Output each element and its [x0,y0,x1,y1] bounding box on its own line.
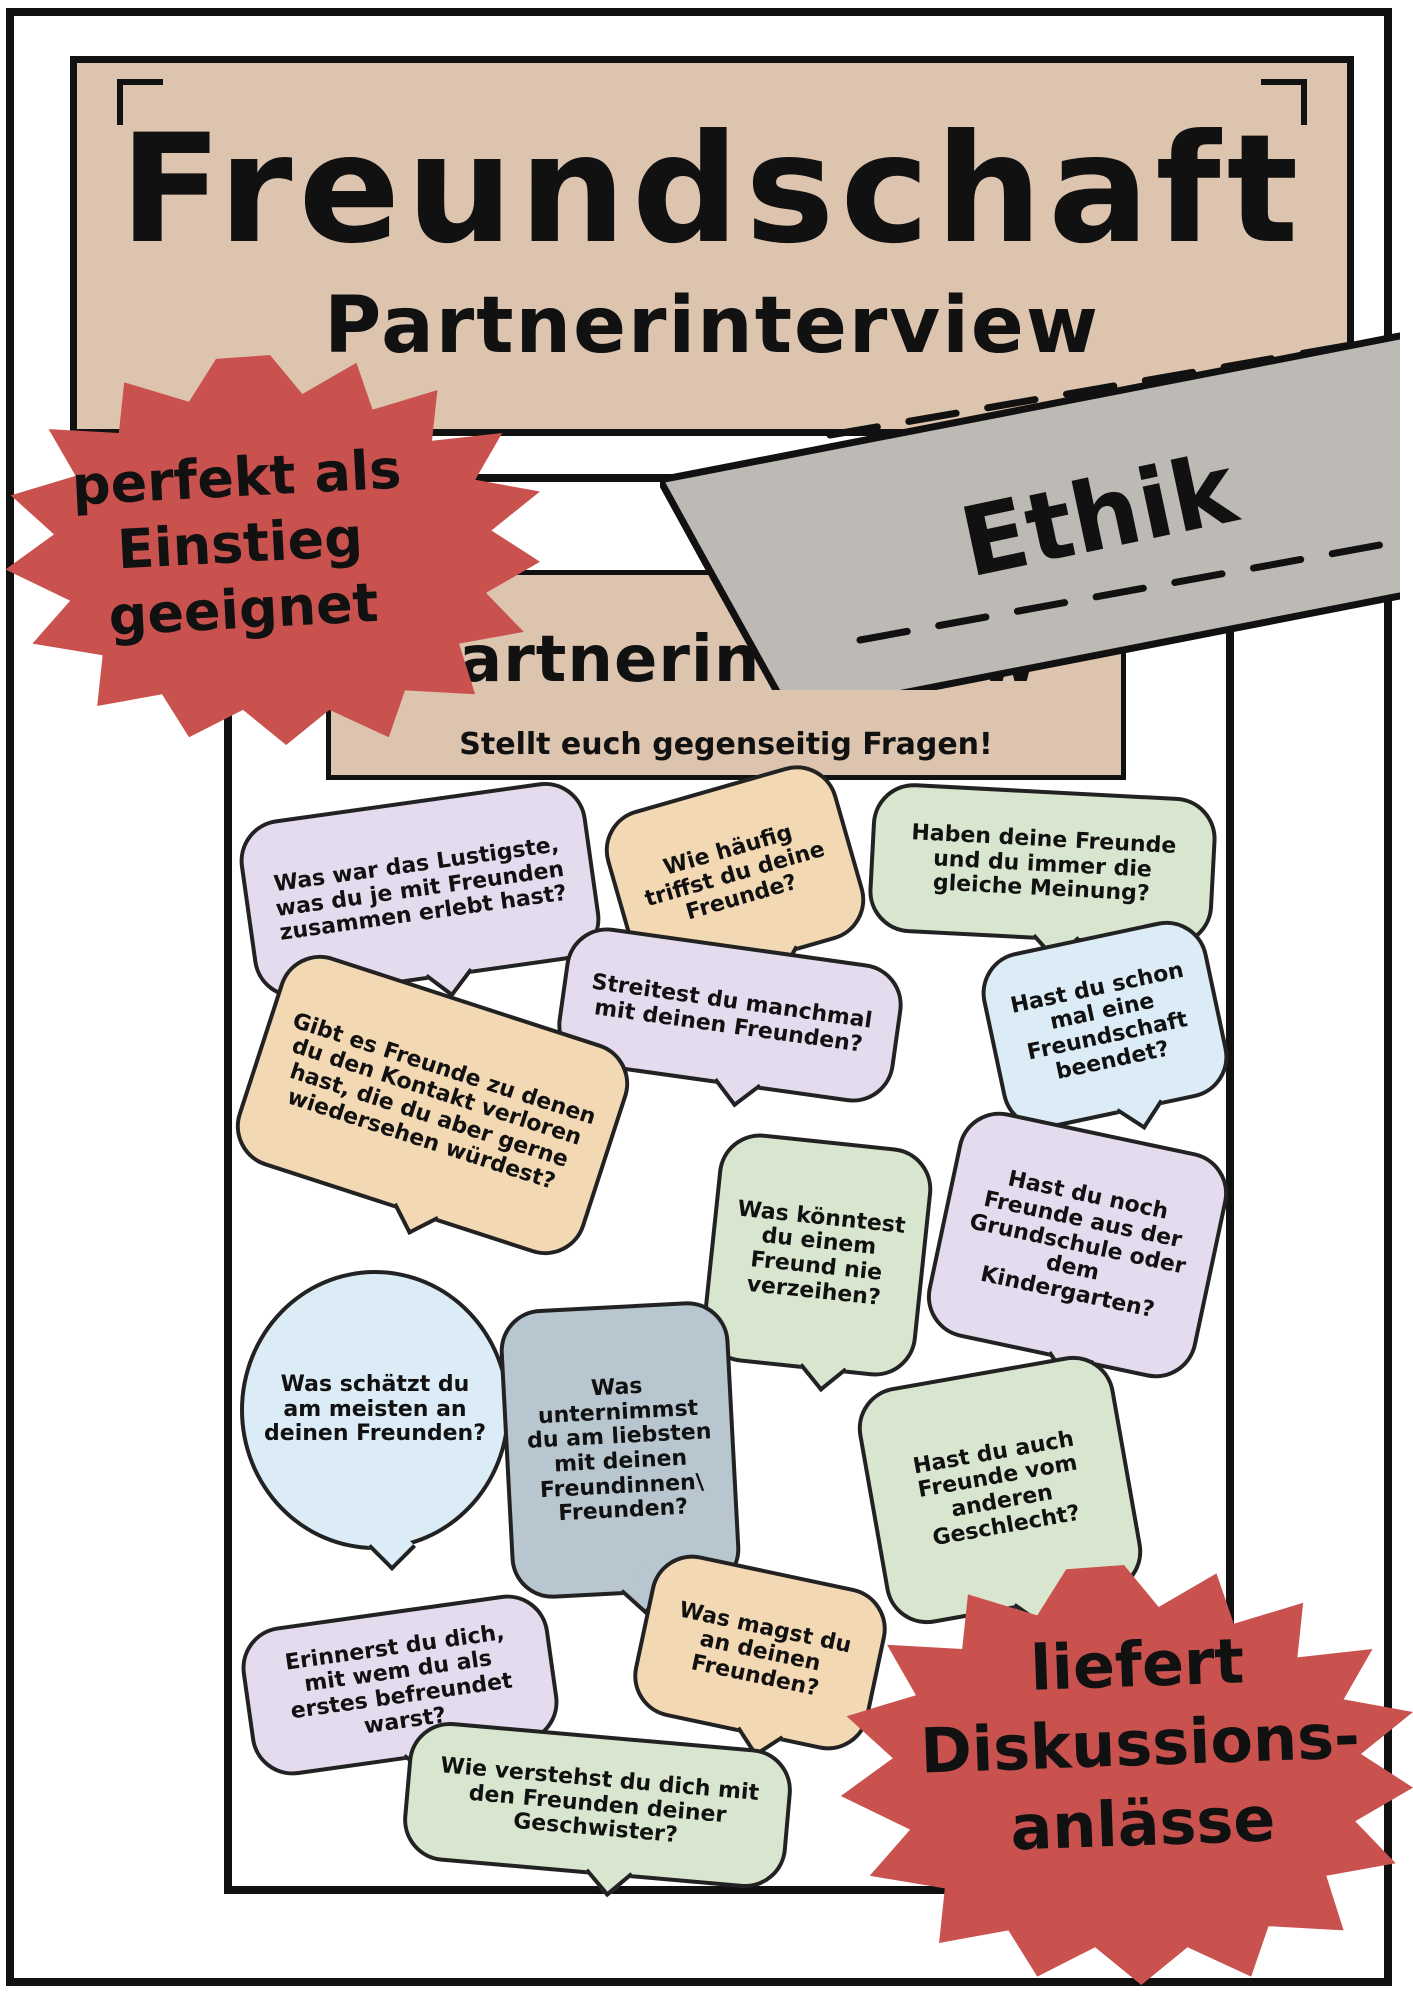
badge-right-text: liefert Diskussions- anlässe [876,1616,1404,1872]
question-bubble: Was unternimmst du am liebsten mit deine… [497,1299,743,1601]
page-frame [6,8,1392,1986]
worksheet-instruction: Stellt euch gegenseitig Fragen! [459,727,993,762]
page-title: Freundschaft [119,103,1305,277]
page-subtitle: Partnerinterview [324,281,1100,371]
corner-mark [117,79,163,125]
question-bubble: Was könntest du einem Freund nie verzeih… [698,1129,937,1381]
ribbon-shape [660,332,1400,690]
badge-left-text: perfekt als Einstieg geeignet [25,434,455,653]
corner-mark [1261,79,1307,125]
question-bubble: Was schätzt du am meisten an deinen Freu… [240,1270,510,1550]
ethik-ribbon: Ethik [660,330,1400,690]
